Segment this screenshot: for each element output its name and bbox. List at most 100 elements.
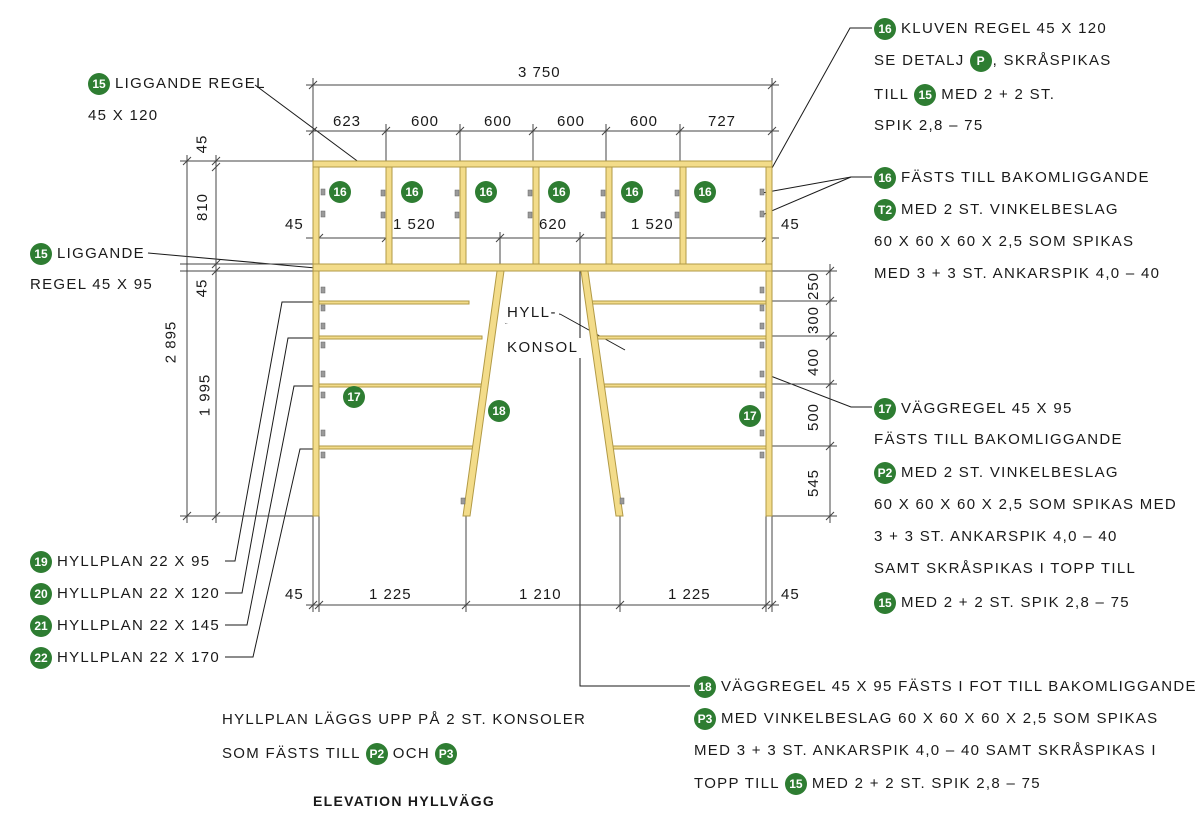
badge-22: 22 bbox=[30, 647, 52, 669]
leader-15-top bbox=[254, 84, 361, 164]
bracket-left-4 bbox=[320, 341, 326, 349]
bracket-left-1 bbox=[320, 286, 326, 294]
top-plate bbox=[312, 160, 773, 168]
note-line2-pre: SOM FÄSTS TILL bbox=[222, 745, 361, 762]
badge-15: 15 bbox=[88, 73, 110, 95]
frame-badge-16-5: 16 bbox=[621, 181, 643, 203]
bracket-top-b-2 bbox=[454, 211, 460, 219]
top-stud-3 bbox=[459, 166, 467, 265]
top-stud-4 bbox=[532, 166, 540, 265]
badge-16: 16 bbox=[874, 18, 896, 40]
left-wall-stud bbox=[312, 270, 320, 517]
label-17-line6: SAMT SKRÅSPIKAS I TOPP TILL bbox=[874, 560, 1137, 577]
bracket-right-3 bbox=[759, 322, 765, 330]
label-18-line4-post: MED 2 + 2 ST. SPIK 2,8 – 75 bbox=[811, 775, 1041, 792]
leader-16-b-1 bbox=[761, 176, 872, 194]
bracket-right-2 bbox=[759, 304, 765, 312]
frame-badge-16-3: 16 bbox=[475, 181, 497, 203]
right-wall-stud bbox=[765, 270, 773, 517]
leader-16-a bbox=[766, 27, 872, 178]
top-stud-2 bbox=[385, 166, 393, 265]
frame-badge-17-right: 17 bbox=[739, 405, 761, 427]
label-shelf-21: 21 HYLLPLAN 22 X 145 bbox=[30, 615, 220, 637]
badge-21: 21 bbox=[30, 615, 52, 637]
leader-15-mid bbox=[147, 252, 328, 270]
label-shelf-21-text: HYLLPLAN 22 X 145 bbox=[57, 617, 221, 634]
console-left bbox=[462, 270, 505, 517]
dim-bottom-right-edge: 45 bbox=[781, 586, 800, 603]
bracket-top-b-1 bbox=[454, 189, 460, 197]
bracket-top-d-1 bbox=[600, 189, 606, 197]
label-shelf-19: 19 HYLLPLAN 22 X 95 bbox=[30, 551, 210, 573]
top-stud-1 bbox=[312, 166, 320, 265]
label-15-line1: LIGGANDE REGEL bbox=[115, 75, 266, 92]
label-16b-line2: T2 MED 2 ST. VINKELBESLAG bbox=[874, 199, 1119, 221]
shelf-right-2 bbox=[595, 335, 767, 340]
label-17-line4: 60 X 60 X 60 X 2,5 SOM SPIKAS MED bbox=[874, 496, 1178, 513]
shelf-right-1 bbox=[590, 300, 767, 305]
label-16a-line2: SE DETALJ P , SKRÅSPIKAS bbox=[874, 50, 1112, 72]
dim-mid-a: 1 520 bbox=[393, 216, 436, 233]
hyllkonsol-line2: KONSOL bbox=[505, 338, 581, 358]
bracket-right-1 bbox=[759, 286, 765, 294]
label-17-vaggregel: 17 VÄGGREGEL 45 X 95 bbox=[874, 398, 1073, 420]
bracket-top-a-1 bbox=[380, 189, 386, 197]
bracket-top-e-2 bbox=[674, 211, 680, 219]
bracket-top-c-2 bbox=[527, 211, 533, 219]
bracket-top-d-2 bbox=[600, 211, 606, 219]
label-16-kluven: 16 KLUVEN REGEL 45 X 120 bbox=[874, 18, 1107, 40]
frame-badge-16-2: 16 bbox=[401, 181, 423, 203]
label-shelf-20: 20 HYLLPLAN 22 X 120 bbox=[30, 583, 220, 605]
badge-p3: P3 bbox=[694, 708, 716, 730]
dim-left-total: 2 895 bbox=[162, 320, 180, 364]
label-16a-line1: KLUVEN REGEL 45 X 120 bbox=[901, 20, 1108, 37]
dim-mid-b: 620 bbox=[539, 216, 568, 233]
dim-right-250: 250 bbox=[805, 271, 823, 301]
label-18-line4: TOPP TILL 15 MED 2 + 2 ST. SPIK 2,8 – 75 bbox=[694, 773, 1041, 795]
frame-badge-16-6: 16 bbox=[694, 181, 716, 203]
label-17-line5: 3 + 3 ST. ANKARSPIK 4,0 – 40 bbox=[874, 528, 1118, 545]
label-18-line2: P3 MED VINKELBESLAG 60 X 60 X 60 X 2,5 S… bbox=[694, 708, 1158, 730]
label-17-line7: 15 MED 2 + 2 ST. SPIK 2,8 – 75 bbox=[874, 592, 1130, 614]
bracket-right-4 bbox=[759, 341, 765, 349]
label-15-liggande: 15 LIGGANDE bbox=[30, 243, 145, 265]
bracket-top-e-1 bbox=[674, 189, 680, 197]
bracket-left-6 bbox=[320, 391, 326, 399]
dim-top-bay-3: 600 bbox=[484, 113, 513, 130]
label-15-mid-line2: REGEL 45 X 95 bbox=[30, 276, 154, 293]
label-15-line2: 45 X 120 bbox=[88, 107, 159, 124]
shelf-left-1 bbox=[318, 300, 470, 305]
dim-overall-width: 3 750 bbox=[518, 64, 561, 81]
bracket-top-a-2 bbox=[380, 211, 386, 219]
badge-15: 15 bbox=[784, 773, 807, 795]
bracket-right-7 bbox=[759, 429, 765, 437]
hyllkonsol-line1: HYLL- bbox=[505, 303, 560, 323]
label-17-line3-text: MED 2 ST. VINKELBESLAG bbox=[901, 464, 1119, 481]
dim-mid-left: 45 bbox=[285, 216, 304, 233]
dim-mid-c: 1 520 bbox=[631, 216, 674, 233]
shelf-right-4 bbox=[611, 445, 767, 450]
bracket-top-left-1 bbox=[320, 188, 326, 196]
dim-right-500: 500 bbox=[805, 402, 823, 432]
leader-21 bbox=[225, 385, 330, 626]
leader-17 bbox=[767, 374, 872, 408]
label-15-liggande-regel: 15 LIGGANDE REGEL bbox=[88, 73, 266, 95]
dim-top-bay-2: 600 bbox=[411, 113, 440, 130]
top-stud-5 bbox=[605, 166, 613, 265]
bracket-top-right-1 bbox=[759, 188, 765, 196]
dim-top-bay-6: 727 bbox=[708, 113, 737, 130]
leader-16-b-2 bbox=[761, 176, 852, 216]
bracket-right-5 bbox=[759, 370, 765, 378]
label-18-line4-pre: TOPP TILL bbox=[694, 775, 780, 792]
note-line2-mid: OCH bbox=[392, 745, 431, 762]
badge-t2: T2 bbox=[874, 199, 896, 221]
label-16-fasts: 16 FÄSTS TILL BAKOMLIGGANDE bbox=[874, 167, 1150, 189]
badge-18: 18 bbox=[694, 676, 716, 698]
shelf-left-4 bbox=[318, 445, 475, 450]
dim-left-upper: 810 bbox=[194, 192, 212, 222]
label-16a-line2-post: , SKRÅSPIKAS bbox=[992, 52, 1112, 69]
bracket-left-8 bbox=[320, 451, 326, 459]
shelf-left-3 bbox=[318, 383, 488, 388]
frame-badge-16-1: 16 bbox=[329, 181, 351, 203]
